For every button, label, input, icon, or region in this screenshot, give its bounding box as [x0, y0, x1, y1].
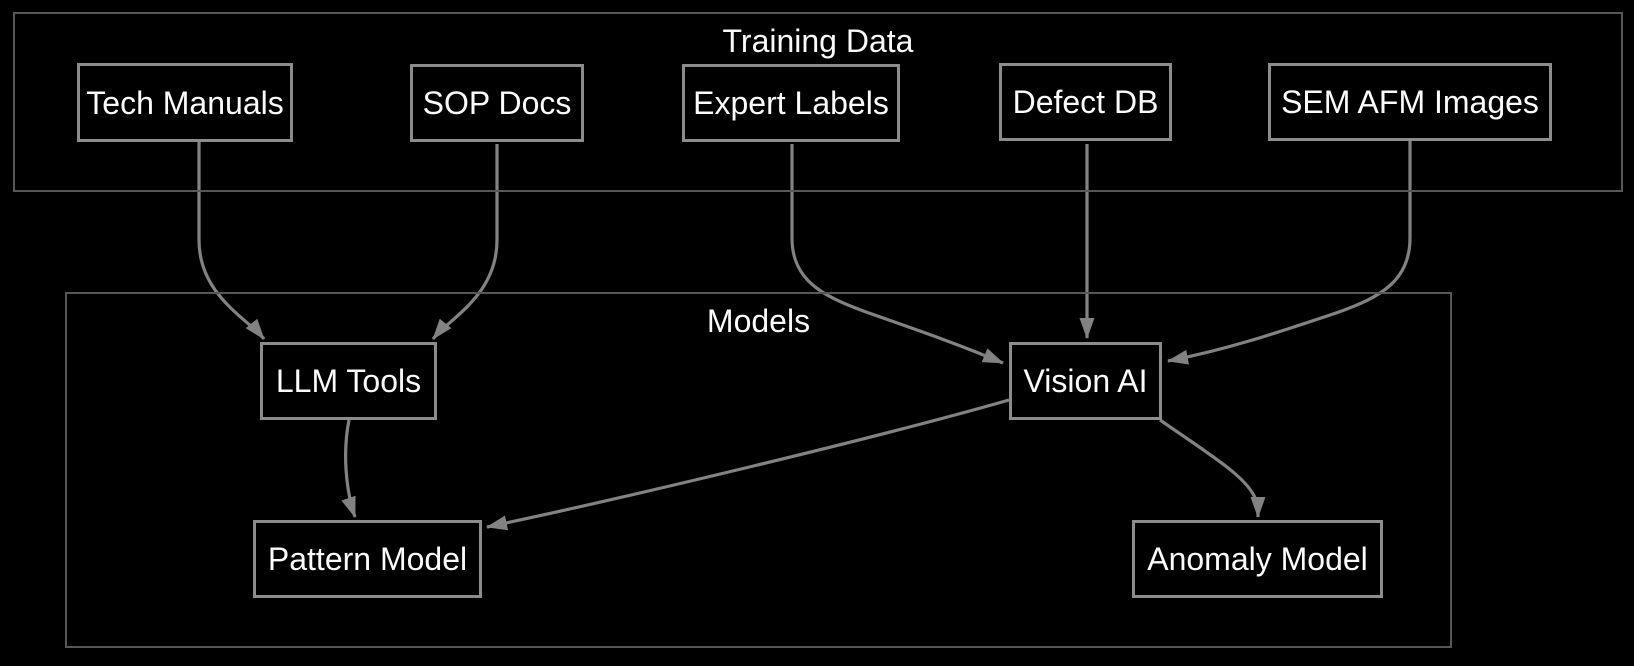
node-defect-db-label: Defect DB — [1012, 84, 1159, 120]
node-llm-tools: LLM Tools — [260, 342, 437, 420]
edge-llm-tools-to-pattern-model — [341, 419, 357, 518]
edge-vision-ai-to-pattern-model — [486, 398, 1010, 531]
node-vision-ai-label: Vision AI — [1023, 363, 1148, 399]
cluster-models-label: Models — [706, 303, 811, 339]
node-defect-db: Defect DB — [999, 63, 1172, 141]
node-sem-afm-images-label: SEM AFM Images — [1281, 84, 1539, 120]
node-anomaly-model-label: Anomaly Model — [1147, 541, 1368, 577]
edge-sop-docs-to-llm-tools — [431, 144, 499, 341]
edge-tech-manuals-to-llm-tools — [197, 142, 266, 341]
node-anomaly-model: Anomaly Model — [1132, 520, 1383, 598]
cluster-training-data-label: Training Data — [722, 23, 914, 59]
cluster-models: Models — [65, 292, 1452, 648]
node-pattern-model-label: Pattern Model — [267, 541, 468, 577]
node-pattern-model: Pattern Model — [253, 520, 482, 598]
node-expert-labels-label: Expert Labels — [693, 85, 889, 121]
cluster-training-data: Training Data — [13, 12, 1623, 192]
node-sop-docs-label: SOP Docs — [422, 85, 572, 121]
edge-vision-ai-to-anomaly-model — [1159, 418, 1266, 518]
node-sem-afm-images: SEM AFM Images — [1268, 63, 1552, 141]
edge-expert-labels-to-vision-ai — [790, 144, 1004, 365]
node-expert-labels: Expert Labels — [682, 64, 900, 142]
node-llm-tools-label: LLM Tools — [275, 363, 422, 399]
node-tech-manuals: Tech Manuals — [77, 63, 293, 142]
node-vision-ai: Vision AI — [1009, 342, 1162, 420]
node-sop-docs: SOP Docs — [410, 64, 584, 142]
edge-sem-afm-images-to-vision-ai — [1167, 141, 1412, 365]
node-tech-manuals-label: Tech Manuals — [86, 84, 284, 121]
